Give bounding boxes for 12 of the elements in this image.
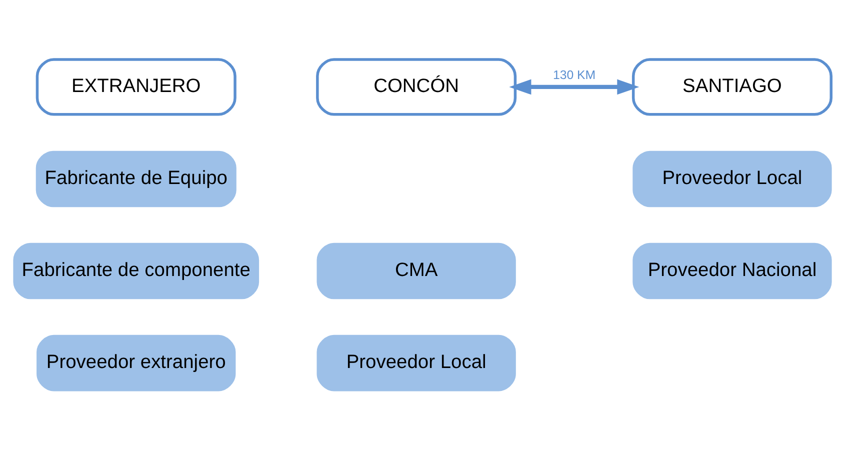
node-box: CONCÓN (316, 58, 517, 116)
node-box: Fabricante de componente (13, 242, 260, 299)
node-box: Proveedor extranjero (36, 334, 236, 391)
node-box: EXTRANJERO (36, 58, 236, 116)
node-box: SANTIAGO (632, 58, 832, 116)
edge-label: 130 KM (552, 68, 596, 82)
arrow (509, 78, 640, 94)
node-box: Fabricante de Equipo (36, 150, 236, 207)
node-box: CMA (316, 242, 516, 299)
node-box: Proveedor Nacional (632, 242, 832, 299)
node-box: Proveedor Local (632, 150, 832, 207)
node-box: Proveedor Local (316, 334, 516, 391)
